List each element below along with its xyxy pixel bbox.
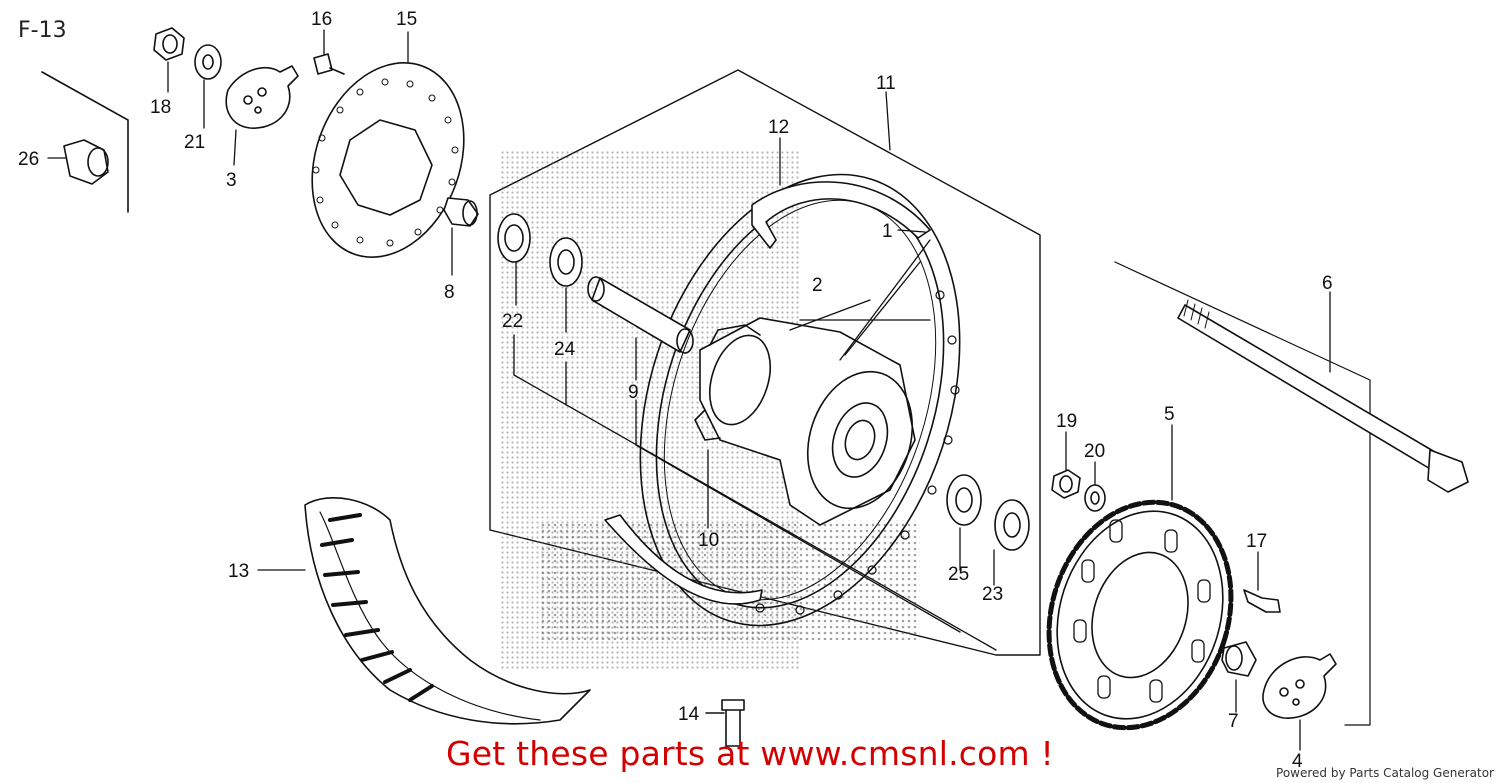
part-label-25[interactable]: 25 xyxy=(948,564,970,585)
part-label-6[interactable]: 6 xyxy=(1322,273,1333,294)
washer-21 xyxy=(194,44,222,80)
nut-18 xyxy=(153,27,185,61)
part-label-17[interactable]: 17 xyxy=(1246,531,1268,552)
part-label-26[interactable]: 26 xyxy=(18,149,40,170)
wheel-assembly-outline xyxy=(489,69,1041,656)
part-label-2[interactable]: 2 xyxy=(812,275,823,296)
bearing-23 xyxy=(994,499,1030,551)
part-label-11[interactable]: 11 xyxy=(876,73,896,94)
adjuster-plate-4 xyxy=(1262,653,1337,719)
nut-19 xyxy=(1051,469,1081,499)
part-label-24[interactable]: 24 xyxy=(554,339,576,360)
bearing-24 xyxy=(549,237,583,287)
hub xyxy=(694,317,916,526)
collar-8 xyxy=(443,197,479,227)
part-label-7[interactable]: 7 xyxy=(1228,711,1239,732)
part-label-3[interactable]: 3 xyxy=(226,170,237,191)
bearing-22 xyxy=(497,213,531,263)
part-label-23[interactable]: 23 xyxy=(982,584,1004,605)
tire xyxy=(304,497,591,725)
part-label-21[interactable]: 21 xyxy=(184,132,206,153)
part-label-9[interactable]: 9 xyxy=(628,382,639,403)
part-label-22[interactable]: 22 xyxy=(502,311,524,332)
sprocket xyxy=(1046,499,1234,731)
part-label-8[interactable]: 8 xyxy=(444,282,455,303)
part-label-15[interactable]: 15 xyxy=(396,9,418,30)
part-label-1[interactable]: 1 xyxy=(882,221,893,242)
part-label-13[interactable]: 13 xyxy=(228,561,250,582)
brake-disc xyxy=(311,62,465,258)
part-label-14[interactable]: 14 xyxy=(678,704,700,725)
bolt-17 xyxy=(1243,589,1281,613)
valve-14 xyxy=(705,699,745,747)
collar xyxy=(587,276,694,354)
nut-26 xyxy=(63,139,109,185)
part-label-5[interactable]: 5 xyxy=(1164,404,1175,425)
part-label-16[interactable]: 16 xyxy=(311,9,333,30)
part-label-10[interactable]: 10 xyxy=(698,530,720,551)
part-label-18[interactable]: 18 xyxy=(150,97,172,118)
bolt-16 xyxy=(313,53,345,75)
adjuster-plate-3 xyxy=(225,65,299,129)
bearing-25 xyxy=(946,474,982,526)
washer-20 xyxy=(1084,484,1106,512)
bracket-outline-left xyxy=(41,71,129,213)
rim-band-lower xyxy=(604,514,763,605)
collar-7 xyxy=(1221,641,1257,677)
page-code: F-13 xyxy=(18,18,67,43)
part-label-20[interactable]: 20 xyxy=(1084,441,1106,462)
part-label-12[interactable]: 12 xyxy=(768,117,790,138)
generator-credit: Powered by Parts Catalog Generator xyxy=(1276,766,1494,780)
leader-lines xyxy=(47,29,1331,751)
axle xyxy=(1114,261,1469,726)
spokes xyxy=(789,239,931,361)
part-label-4[interactable]: 4 xyxy=(1292,751,1303,772)
promo-banner[interactable]: Get these parts at www.cmsnl.com ! xyxy=(446,734,1054,773)
rim-band-upper xyxy=(751,181,931,249)
part-label-19[interactable]: 19 xyxy=(1056,411,1078,432)
